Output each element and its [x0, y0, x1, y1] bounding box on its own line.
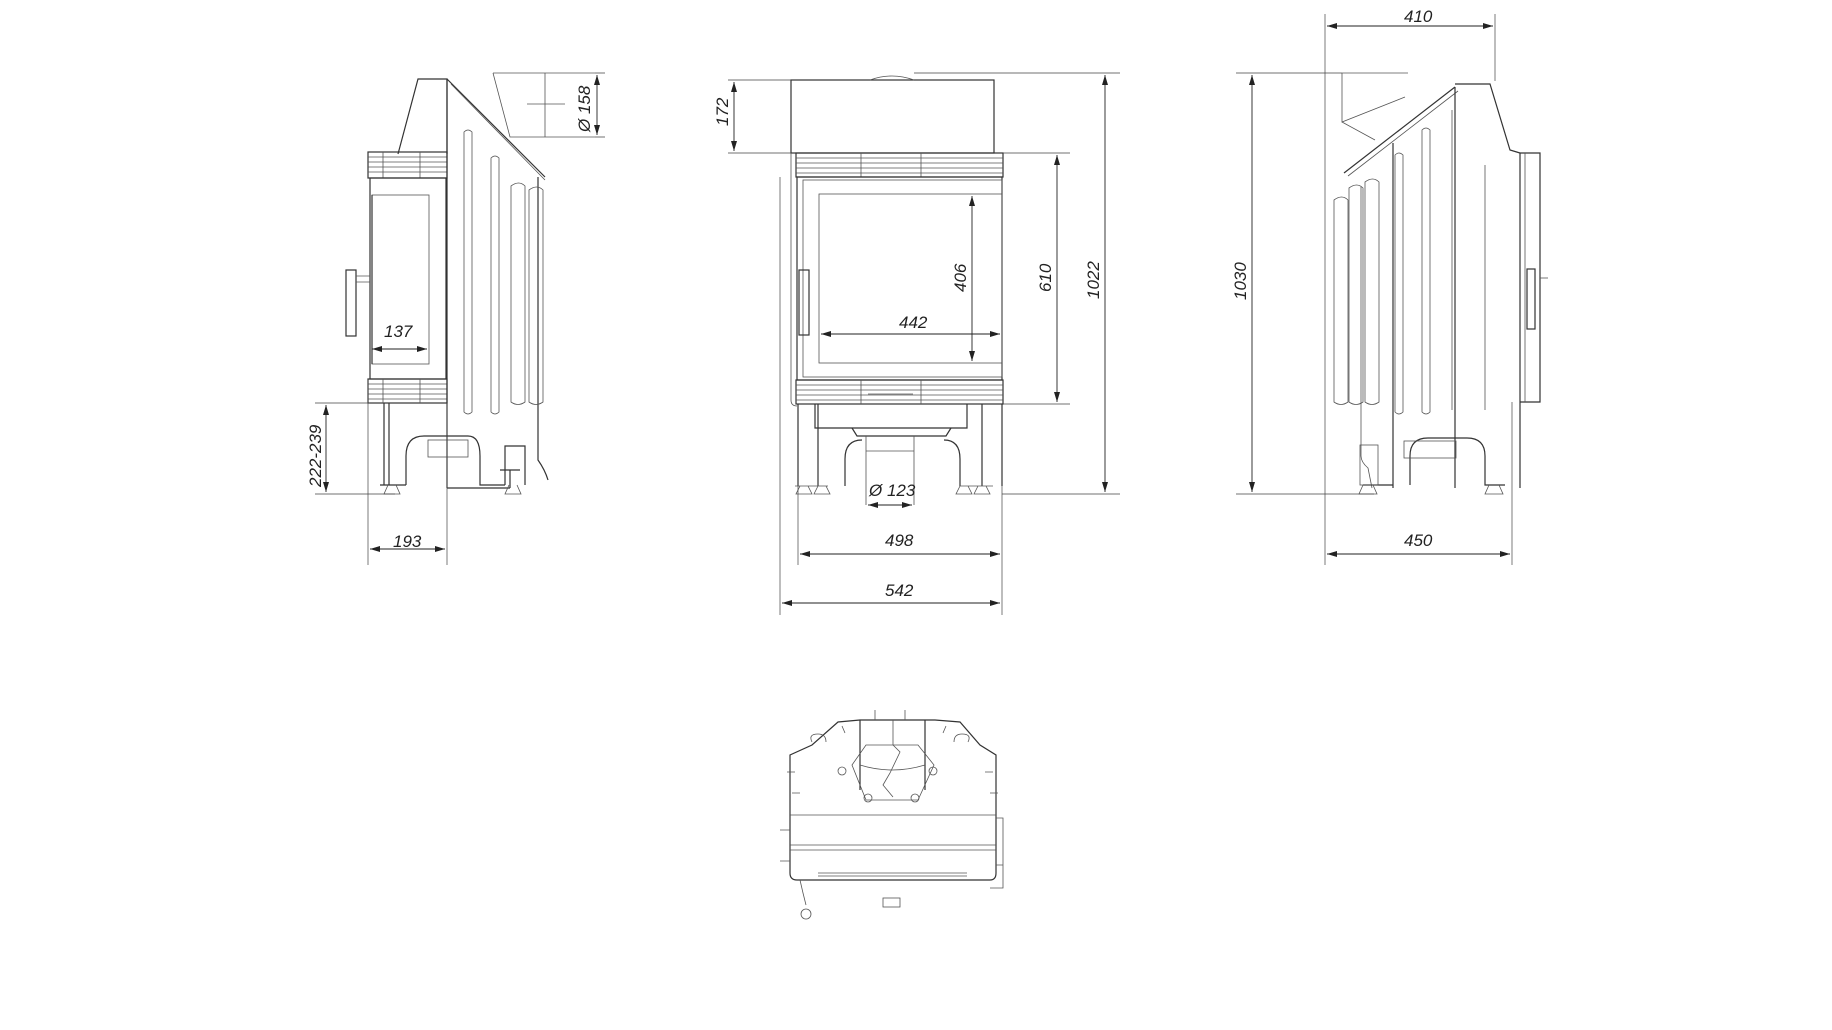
- dim-air-inlet-diameter: Ø 123: [868, 481, 916, 500]
- dim-leg-height: 222-239: [306, 424, 325, 488]
- top-view: [780, 710, 1004, 920]
- dim-total-height-front: 1022: [1084, 261, 1103, 299]
- dim-door-height: 610: [1036, 263, 1055, 292]
- dim-total-depth: 450: [1404, 531, 1433, 550]
- dim-glass-width: 442: [899, 313, 928, 332]
- dim-total-width: 542: [885, 581, 914, 600]
- dim-top-height: 172: [713, 97, 732, 126]
- side-view-left: [315, 72, 605, 565]
- dim-top-depth: 410: [1404, 7, 1433, 26]
- dim-glass-height: 406: [951, 263, 970, 292]
- front-view: [728, 72, 1120, 615]
- dim-body-width: 498: [885, 531, 914, 550]
- side-view-right: [1236, 14, 1548, 565]
- dim-total-height-right: 1030: [1231, 262, 1250, 300]
- dim-glass-depth: 137: [384, 322, 413, 341]
- dim-depth-front: 193: [393, 532, 422, 551]
- dim-flue-diameter: Ø 158: [575, 85, 594, 133]
